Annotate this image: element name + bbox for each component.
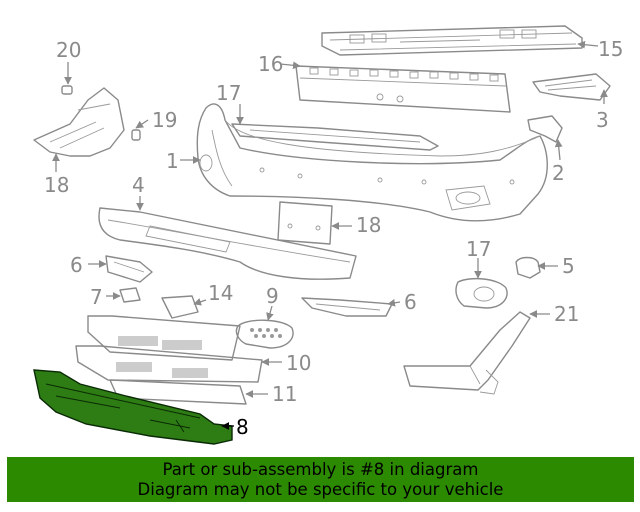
- part-7-plug: [119, 287, 141, 303]
- part-10-grille: [75, 345, 263, 383]
- info-banner: Part or sub-assembly is #8 in diagram Di…: [7, 457, 634, 502]
- part-12-cover: [161, 295, 199, 319]
- part-6-bezel-left: [105, 255, 153, 283]
- callout-14: 16: [258, 52, 283, 76]
- callout-20: 20: [56, 38, 81, 62]
- callout-7: 7: [90, 285, 103, 309]
- leader-2: [554, 139, 563, 161]
- part-9-grille-insert: [235, 319, 294, 349]
- banner-line-1: Part or sub-assembly is #8 in diagram: [162, 460, 479, 479]
- part-8-air-dam: [33, 369, 233, 445]
- callout-21: 21: [554, 302, 579, 326]
- callout-4: 4: [132, 173, 145, 197]
- callout-9: 9: [266, 284, 279, 308]
- callout-19: 19: [152, 108, 177, 132]
- callout-2: 2: [552, 161, 565, 185]
- leader-13: [577, 40, 599, 49]
- leader-6-right: [387, 298, 401, 307]
- lower-grille-upper: [87, 315, 241, 361]
- part-11-lower-trim: [109, 379, 247, 405]
- callout-15: 17: [216, 81, 241, 105]
- callout-8: 8: [236, 415, 249, 439]
- part-21-tow-hook: [403, 311, 531, 395]
- callout-12: 14: [208, 281, 233, 305]
- callout-18: 18: [44, 173, 69, 197]
- callout-1: 1: [166, 149, 179, 173]
- part-4-lower-fascia: [98, 207, 357, 280]
- part-20-fastener: [61, 85, 73, 95]
- callout-3: 3: [596, 108, 609, 132]
- part-17-license-bracket: [277, 201, 333, 245]
- callout-13: 15: [598, 37, 623, 61]
- parts-diagram: 20 19 18 17 16 15 3 2 1 4 18 17 5 6 6 7 …: [33, 25, 623, 445]
- callout-11: 11: [272, 382, 297, 406]
- callout-6-right: 6: [404, 290, 417, 314]
- part-19-fastener: [131, 129, 141, 141]
- part-14-energy-absorber: [295, 65, 511, 113]
- part-5-clip: [515, 256, 541, 279]
- part-13-reinforcement-beam: [321, 25, 583, 56]
- part-16-fog-lamp: [455, 277, 508, 309]
- leader-14: [279, 61, 301, 70]
- leader-9: [266, 305, 274, 321]
- callout-5: 5: [562, 254, 575, 278]
- callout-10: 10: [286, 351, 311, 375]
- part-15-support: [231, 123, 439, 151]
- part-6-bezel-right: [301, 297, 393, 317]
- callout-17: 18: [356, 213, 381, 237]
- part-3-bracket: [532, 73, 611, 101]
- leader-12: [193, 298, 207, 306]
- leader-19: [135, 119, 149, 129]
- part-1-bumper-cover: [196, 103, 548, 222]
- banner-line-2: Diagram may not be specific to your vehi…: [137, 480, 504, 499]
- callout-6-left: 6: [70, 253, 83, 277]
- part-18-splash-shield: [33, 87, 125, 157]
- callout-16: 17: [466, 237, 491, 261]
